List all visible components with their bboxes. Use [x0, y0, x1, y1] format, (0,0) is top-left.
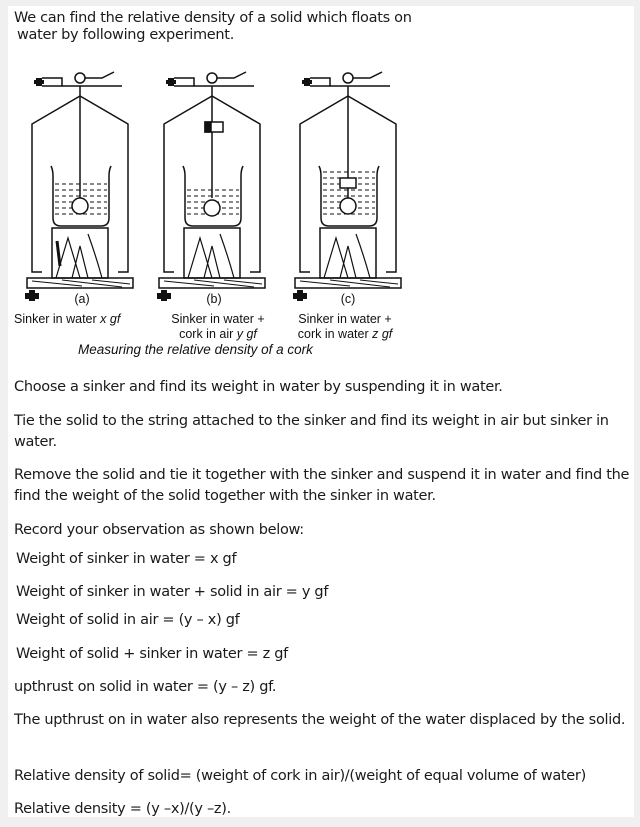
panel-a-label: Sinker in water x gf — [14, 312, 121, 326]
panel-b-letter: (b) — [206, 292, 222, 306]
apparatus-diagram-icon — [24, 71, 402, 303]
experiment-figure: (a) (b) (c) Sinker in water x gf Sinker … — [12, 56, 402, 366]
step-2: Tie the solid to the string attached to … — [14, 413, 609, 450]
step-3: Remove the solid and tie it together wit… — [14, 467, 630, 504]
intro-line-1: We can find the relative density of a so… — [14, 10, 412, 26]
relative-density-formula: Relative density = (y –x)/(y –z). — [14, 801, 231, 817]
observation-1: Weight of sinker in water = x gf — [16, 551, 237, 567]
panel-b-label: Sinker in water + cork in air y gf — [171, 312, 265, 341]
panel-c-letter: (c) — [340, 292, 356, 306]
intro-text: We can find the relative density of a so… — [14, 10, 412, 44]
figure-caption: Measuring the relative density of a cork — [78, 342, 313, 357]
relative-density-definition: Relative density of solid= (weight of co… — [14, 768, 586, 784]
upthrust-note: The upthrust on in water also represents… — [14, 712, 626, 728]
step-1: Choose a sinker and find its weight in w… — [14, 379, 503, 395]
panel-a-letter: (a) — [74, 292, 90, 306]
observations-heading: Record your observation as shown below: — [14, 522, 304, 538]
observation-4: Weight of solid + sinker in water = z gf — [16, 646, 288, 662]
document-page: We can find the relative density of a so… — [8, 6, 634, 817]
observation-3: Weight of solid in air = (y – x) gf — [16, 612, 240, 628]
observation-2: Weight of sinker in water + solid in air… — [16, 584, 329, 600]
panel-c-label: Sinker in water + cork in water z gf — [297, 312, 393, 341]
intro-line-2: water by following experiment. — [17, 27, 235, 43]
observation-5: upthrust on solid in water = (y – z) gf. — [14, 679, 277, 695]
